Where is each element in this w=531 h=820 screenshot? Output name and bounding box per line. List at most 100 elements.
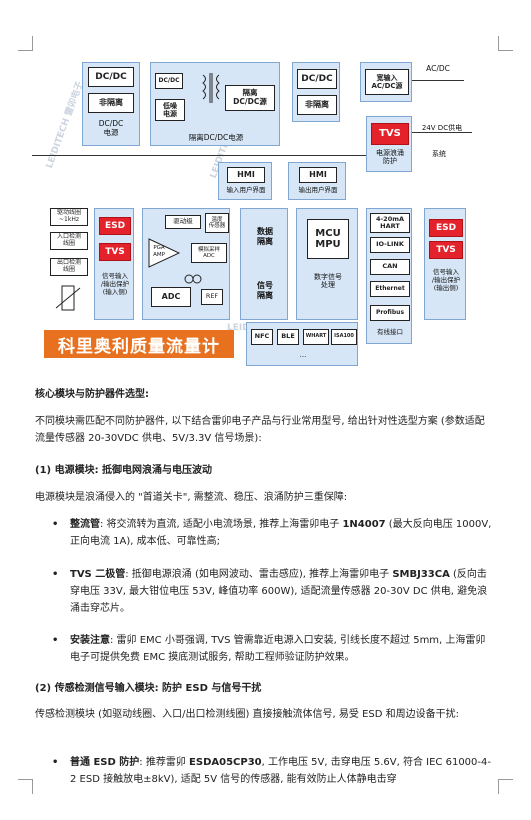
watermark: LEIDITECH 雷卯电子 bbox=[44, 80, 86, 170]
pga-label: PGA AMP bbox=[153, 245, 165, 258]
wireless-whart: WHART bbox=[303, 329, 329, 345]
bullet-text: : 将交流转为直流, 适配小电流场景, 推荐上海雷卯电子 bbox=[100, 519, 343, 530]
wireless-isa100: ISA100 bbox=[331, 329, 357, 345]
output-protection-block: ESD TVS 信号输入 /输出保护 (输出侧) bbox=[424, 208, 466, 320]
bullet-title: 安装注意 bbox=[70, 635, 110, 646]
bullet-title: 普通 ESD 防护 bbox=[70, 757, 140, 768]
crop-mark bbox=[18, 779, 33, 794]
isolated-dcdc-box: 隔离 DC/DC源 bbox=[225, 85, 275, 111]
surge-protection-block: TVS 电源浪涌 防护 bbox=[366, 116, 412, 172]
ac-line bbox=[412, 80, 464, 81]
bullet-text: : 抵御电源浪涌 (如电网波动、雷击感应), 推荐上海雷卯电子 bbox=[125, 569, 393, 580]
low-noise-box: 低噪 电源 bbox=[155, 99, 185, 121]
power-bus bbox=[32, 155, 366, 156]
subsection-heading: (2) 传感检测信号输入模块: 防护 ESD 与信号干扰 bbox=[35, 683, 262, 694]
bullet-text: , 工作电压 5V, 击穿电压 5.6V, 符合 IEC 61000-4-2 E… bbox=[70, 757, 491, 785]
data-isolation-label: 数据 隔离 bbox=[257, 227, 273, 246]
dc-input-label: 24V DC供电 bbox=[421, 124, 463, 132]
input-protection-block: ESD TVS 信号输入 /输出保护 (输入侧) bbox=[94, 208, 134, 320]
wired-interface-block: 4-20mA HART IO-LINK CAN Ethernet Profibu… bbox=[366, 208, 412, 344]
bullet-text: (最大反向电压 1000V, 正向电流 1A), 成本低、可靠性高; bbox=[70, 519, 492, 547]
dc-line bbox=[412, 132, 472, 133]
bullet-item: • 普通 ESD 防护: 推荐雷卯 ESDA05CP30, 工作电压 5V, 击… bbox=[52, 754, 492, 788]
wireless-block: NFC BLE WHART ISA100 ... bbox=[246, 322, 358, 366]
output-protection-caption: 信号输入 /输出保护 (输出侧) bbox=[431, 268, 461, 292]
interface-4-20ma: 4-20mA HART bbox=[370, 213, 410, 233]
wireless-more: ... bbox=[299, 351, 307, 359]
adc-box: ADC bbox=[151, 287, 191, 307]
bullet-title: TVS 二极管 bbox=[70, 569, 126, 580]
paragraph: 传感检测模块 (如驱动线圈、入口/出口检测线圈) 直接接触流体信号, 易受 ES… bbox=[35, 709, 459, 720]
acdc-box: 宽输入 AC/DC源 bbox=[365, 69, 409, 95]
drive-stage-box: 驱动级 bbox=[165, 215, 201, 229]
analog-frontend-block: 驱动级 温度 传感器 PGA AMP 模拟采样 ADC ADC REF bbox=[142, 208, 230, 320]
hmi-box: HMI bbox=[299, 167, 337, 183]
filter-icon bbox=[184, 274, 202, 284]
interface-ethernet: Ethernet bbox=[370, 281, 410, 297]
interface-profibus: Profibus bbox=[370, 305, 410, 321]
paragraph: 电源模块是浪涌侵入的 "首道关卡", 需整流、稳压、浪涌防护三重保障: bbox=[35, 492, 348, 503]
bullet-icon: • bbox=[52, 757, 59, 768]
wired-interface-caption: 有线接口 bbox=[377, 328, 403, 336]
acdc-block: 宽输入 AC/DC源 bbox=[360, 62, 412, 102]
interface-can: CAN bbox=[370, 259, 410, 275]
acdc-input-label: AC/DC bbox=[426, 64, 450, 73]
part-number: SMBJ33CA bbox=[392, 569, 450, 580]
sampling-adc-box: 模拟采样 ADC bbox=[191, 243, 227, 263]
dcdc-box: DC/DC bbox=[88, 67, 134, 87]
data-isolation-block: 数据 隔离 信号 隔离 bbox=[240, 208, 288, 320]
isolated-dcdc-block: DC/DC 低噪 电源 隔离 DC/DC源 隔离DC/DC电源 bbox=[150, 62, 280, 146]
bullet-text: (反向击穿电压 33V, 最大钳位电压 53V, 峰值功率 600W), 适配流… bbox=[70, 569, 488, 614]
dcdc-mid-block: DC/DC 非隔离 bbox=[292, 62, 340, 122]
entry-coil-box: 入口检测 线圈 bbox=[50, 232, 88, 250]
bullet-icon: • bbox=[52, 635, 59, 646]
part-number: 1N4007 bbox=[342, 519, 386, 530]
ref-box: REF bbox=[201, 289, 223, 305]
dcdc-box: DC/DC bbox=[297, 69, 337, 89]
mcu-box: MCU MPU bbox=[307, 219, 349, 259]
crop-mark bbox=[498, 779, 513, 794]
tvs-box: TVS bbox=[371, 123, 409, 145]
interface-io-link: IO-LINK bbox=[370, 237, 410, 253]
part-number: ESDA05CP30 bbox=[189, 757, 262, 768]
mcu-block: MCU MPU 数字信号 处理 bbox=[296, 208, 358, 320]
wireless-nfc: NFC bbox=[251, 329, 273, 345]
hmi-output-block: HMI 输出用户界面 bbox=[288, 162, 346, 200]
subsection-heading: (1) 电源模块: 抵御电网浪涌与电压波动 bbox=[35, 465, 213, 476]
hmi-input-block: HMI 输入用户界面 bbox=[218, 162, 272, 200]
esd-box: ESD bbox=[429, 219, 463, 237]
bullet-text: : 推荐雷卯 bbox=[139, 757, 190, 768]
esd-box: ESD bbox=[99, 217, 131, 235]
dcdc-caption: DC/DC 电源 bbox=[98, 119, 124, 137]
bullet-title: 整流管 bbox=[70, 519, 100, 530]
section-heading: 核心模块与防护器件选型: bbox=[35, 389, 149, 400]
bullet-item: • 整流管: 将交流转为直流, 适配小电流场景, 推荐上海雷卯电子 1N4007… bbox=[52, 516, 492, 550]
temp-sensor-box: 温度 传感器 bbox=[205, 213, 229, 233]
nonisolated-box: 非隔离 bbox=[88, 93, 134, 113]
crop-mark bbox=[498, 36, 513, 51]
dcdc-nonisolated-block: DC/DC 非隔离 DC/DC 电源 bbox=[82, 62, 140, 146]
signal-isolation-label: 信号 隔离 bbox=[257, 281, 273, 300]
bullet-text: : 雷卯 EMC 小哥强调, TVS 管需靠近电源入口安装, 引线长度不超过 5… bbox=[70, 635, 486, 663]
isolated-dcdc-caption: 隔离DC/DC电源 bbox=[188, 133, 244, 142]
intro-paragraph: 不同模块需匹配不同防护器件, 以下结合雷卯电子产品与行业常用型号, 给出针对性选… bbox=[35, 416, 485, 444]
exit-coil-box: 出口检测 线圈 bbox=[50, 258, 88, 276]
wireless-ble: BLE bbox=[277, 329, 299, 345]
sensor-icon bbox=[55, 285, 81, 311]
nonisolated-box: 非隔离 bbox=[297, 95, 337, 115]
input-protection-caption: 信号输入 /输出保护 (输入侧) bbox=[100, 272, 130, 296]
hmi-box: HMI bbox=[227, 167, 265, 183]
hmi-input-caption: 输入用户界面 bbox=[226, 186, 266, 194]
mcu-caption: 数字信号 处理 bbox=[314, 273, 342, 290]
system-label: 系统 bbox=[432, 150, 446, 158]
surge-caption: 电源浪涌 防护 bbox=[376, 149, 404, 166]
dcdc-small-box: DC/DC bbox=[155, 73, 183, 89]
pga-amp-icon bbox=[148, 238, 181, 268]
tvs-box: TVS bbox=[429, 241, 463, 259]
transformer-icon bbox=[202, 73, 220, 103]
crop-mark bbox=[18, 36, 33, 51]
hmi-output-caption: 输出用户界面 bbox=[298, 186, 338, 194]
block-diagram: LEIDITECH 雷卯电子 LEIDITECH 雷卯电子 LEIDITECH … bbox=[32, 58, 480, 370]
drive-coil-box: 驱动线圈 ~1kHz bbox=[50, 208, 88, 226]
